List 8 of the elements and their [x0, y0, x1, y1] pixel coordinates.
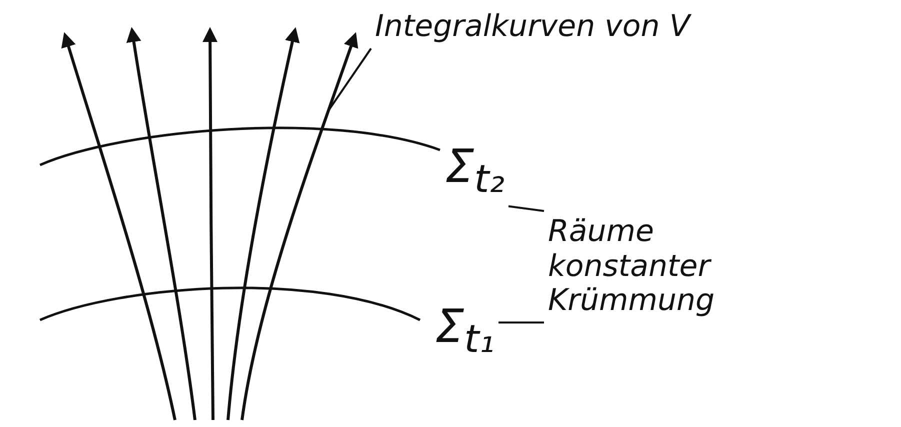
- handwritten-label: Räume konstanter Krümmung: [548, 215, 716, 318]
- curve-arrow: [240, 32, 358, 420]
- leader-line: [508, 205, 544, 212]
- leader-line: [328, 48, 372, 112]
- handwritten-label: Integralkurven von V: [375, 10, 690, 44]
- leader-line: [498, 322, 544, 324]
- handwritten-label: Σ$_{t₂}$: [445, 140, 504, 202]
- handwritten-label: Σ$_{t₁}$: [435, 300, 494, 362]
